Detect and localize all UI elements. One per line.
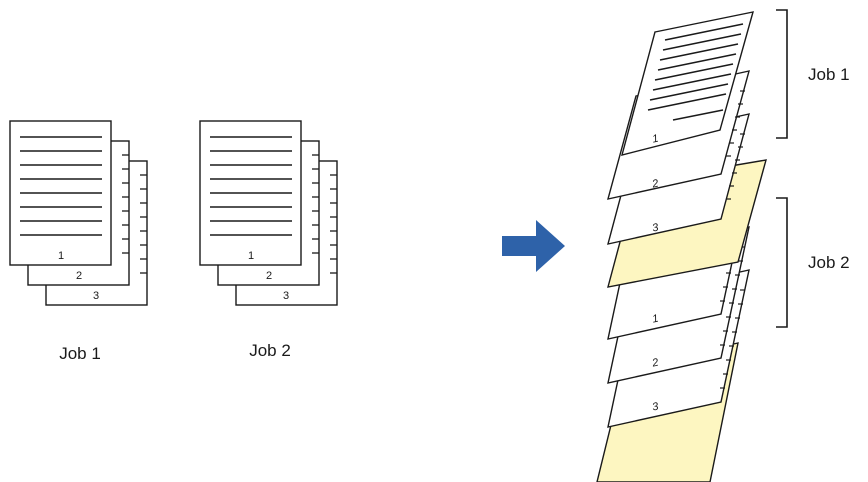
job1-output-page-number-2: 2	[650, 178, 659, 191]
job2-page-number-1: 1	[248, 250, 254, 262]
job1-bracket	[776, 9, 788, 139]
job2-output-page-number-2: 2	[650, 357, 659, 370]
job2-output-label: Job 2	[808, 253, 850, 272]
job1-output-page-number-3: 3	[651, 221, 660, 234]
job1-page-1-sheet: 1	[9, 120, 112, 266]
job2-page-number-3: 3	[283, 290, 289, 302]
job2-page-number-2: 2	[266, 270, 272, 282]
job1-page-number-2: 2	[76, 270, 82, 282]
job1-output-page-1: 1	[621, 11, 754, 156]
job2-output-page-number-1: 1	[651, 313, 659, 326]
job2-output-page-number-3: 3	[651, 400, 660, 413]
job2-bracket	[776, 197, 788, 328]
job1-source-label: Job 1	[59, 344, 101, 363]
job1-page-number-3: 3	[93, 290, 99, 302]
job2-source-stack: 3 2 1	[199, 120, 338, 306]
job1-page-number-1: 1	[58, 250, 64, 262]
job1-output-page-number-1: 1	[651, 133, 659, 146]
job1-output-label: Job 1	[808, 65, 850, 84]
output-stack: 3 2 1	[596, 11, 767, 482]
job2-page-1-sheet: 1	[199, 120, 302, 266]
job2-source-label: Job 2	[249, 341, 291, 360]
job1-source-stack: 3 2 1	[9, 120, 148, 306]
right-arrow-icon	[502, 220, 565, 272]
